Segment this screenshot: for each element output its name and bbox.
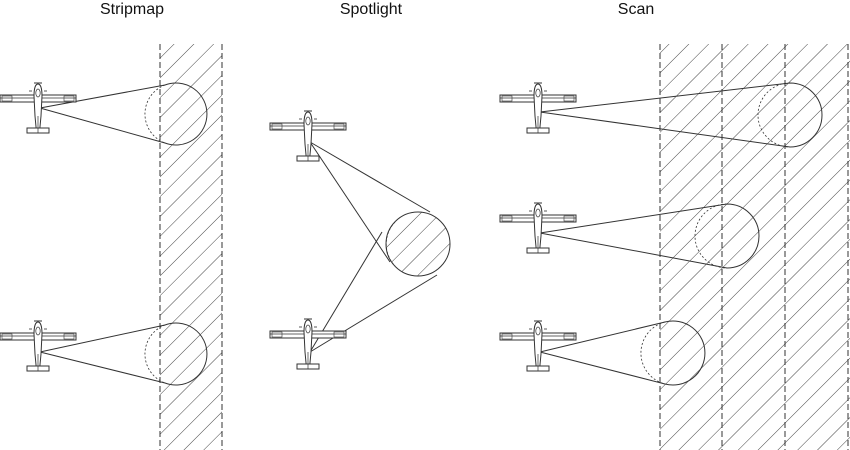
scan-panel (499, 44, 850, 450)
spotlight-title: Spotlight (339, 1, 403, 18)
scan-beam-far (539, 82, 823, 148)
scan-beam-middle (539, 203, 760, 269)
stripmap-swath (160, 44, 222, 450)
spotlight-panel (269, 110, 451, 370)
stripmap-panel (0, 44, 223, 450)
scan-beam-near (539, 320, 706, 386)
aircraft-icon (499, 202, 577, 254)
aircraft-icon (499, 82, 577, 134)
scan-title: Scan (617, 1, 655, 18)
scan-swath (660, 44, 850, 450)
stripmap-beam-lower (39, 322, 208, 386)
aircraft-icon (269, 318, 347, 370)
stripmap-title: Stripmap (99, 1, 165, 18)
aircraft-icon (0, 320, 77, 372)
aircraft-icon (269, 110, 347, 162)
aircraft-icon (0, 82, 77, 134)
stripmap-beam-upper (39, 82, 208, 146)
spotlight-footprint (385, 211, 451, 277)
